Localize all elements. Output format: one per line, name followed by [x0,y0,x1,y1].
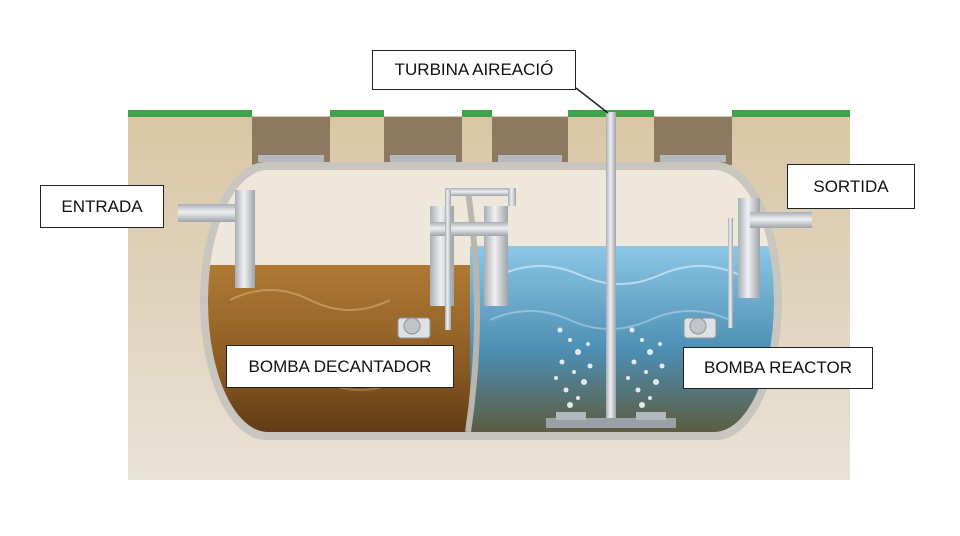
outlet-pipe [728,198,812,328]
aeration-shaft [546,112,676,428]
decanter-pipes [430,188,516,330]
air-bubbles [554,327,665,408]
reactor-pump [683,317,717,339]
bomba-decantador-label: BOMBA DECANTADOR [226,345,454,388]
inlet-pipe [178,190,255,288]
access-shafts [252,117,732,165]
turbina-leader-line [575,87,609,114]
bomba-reactor-label: BOMBA REACTOR [683,347,873,389]
decanter-pump [397,317,431,339]
sortida-label: SORTIDA [787,164,915,209]
grass [128,110,850,117]
reactor-chamber [470,246,774,432]
entrada-label: ENTRADA [40,185,164,228]
turbina-aireacio-label: TURBINA AIREACIÓ [372,50,576,90]
